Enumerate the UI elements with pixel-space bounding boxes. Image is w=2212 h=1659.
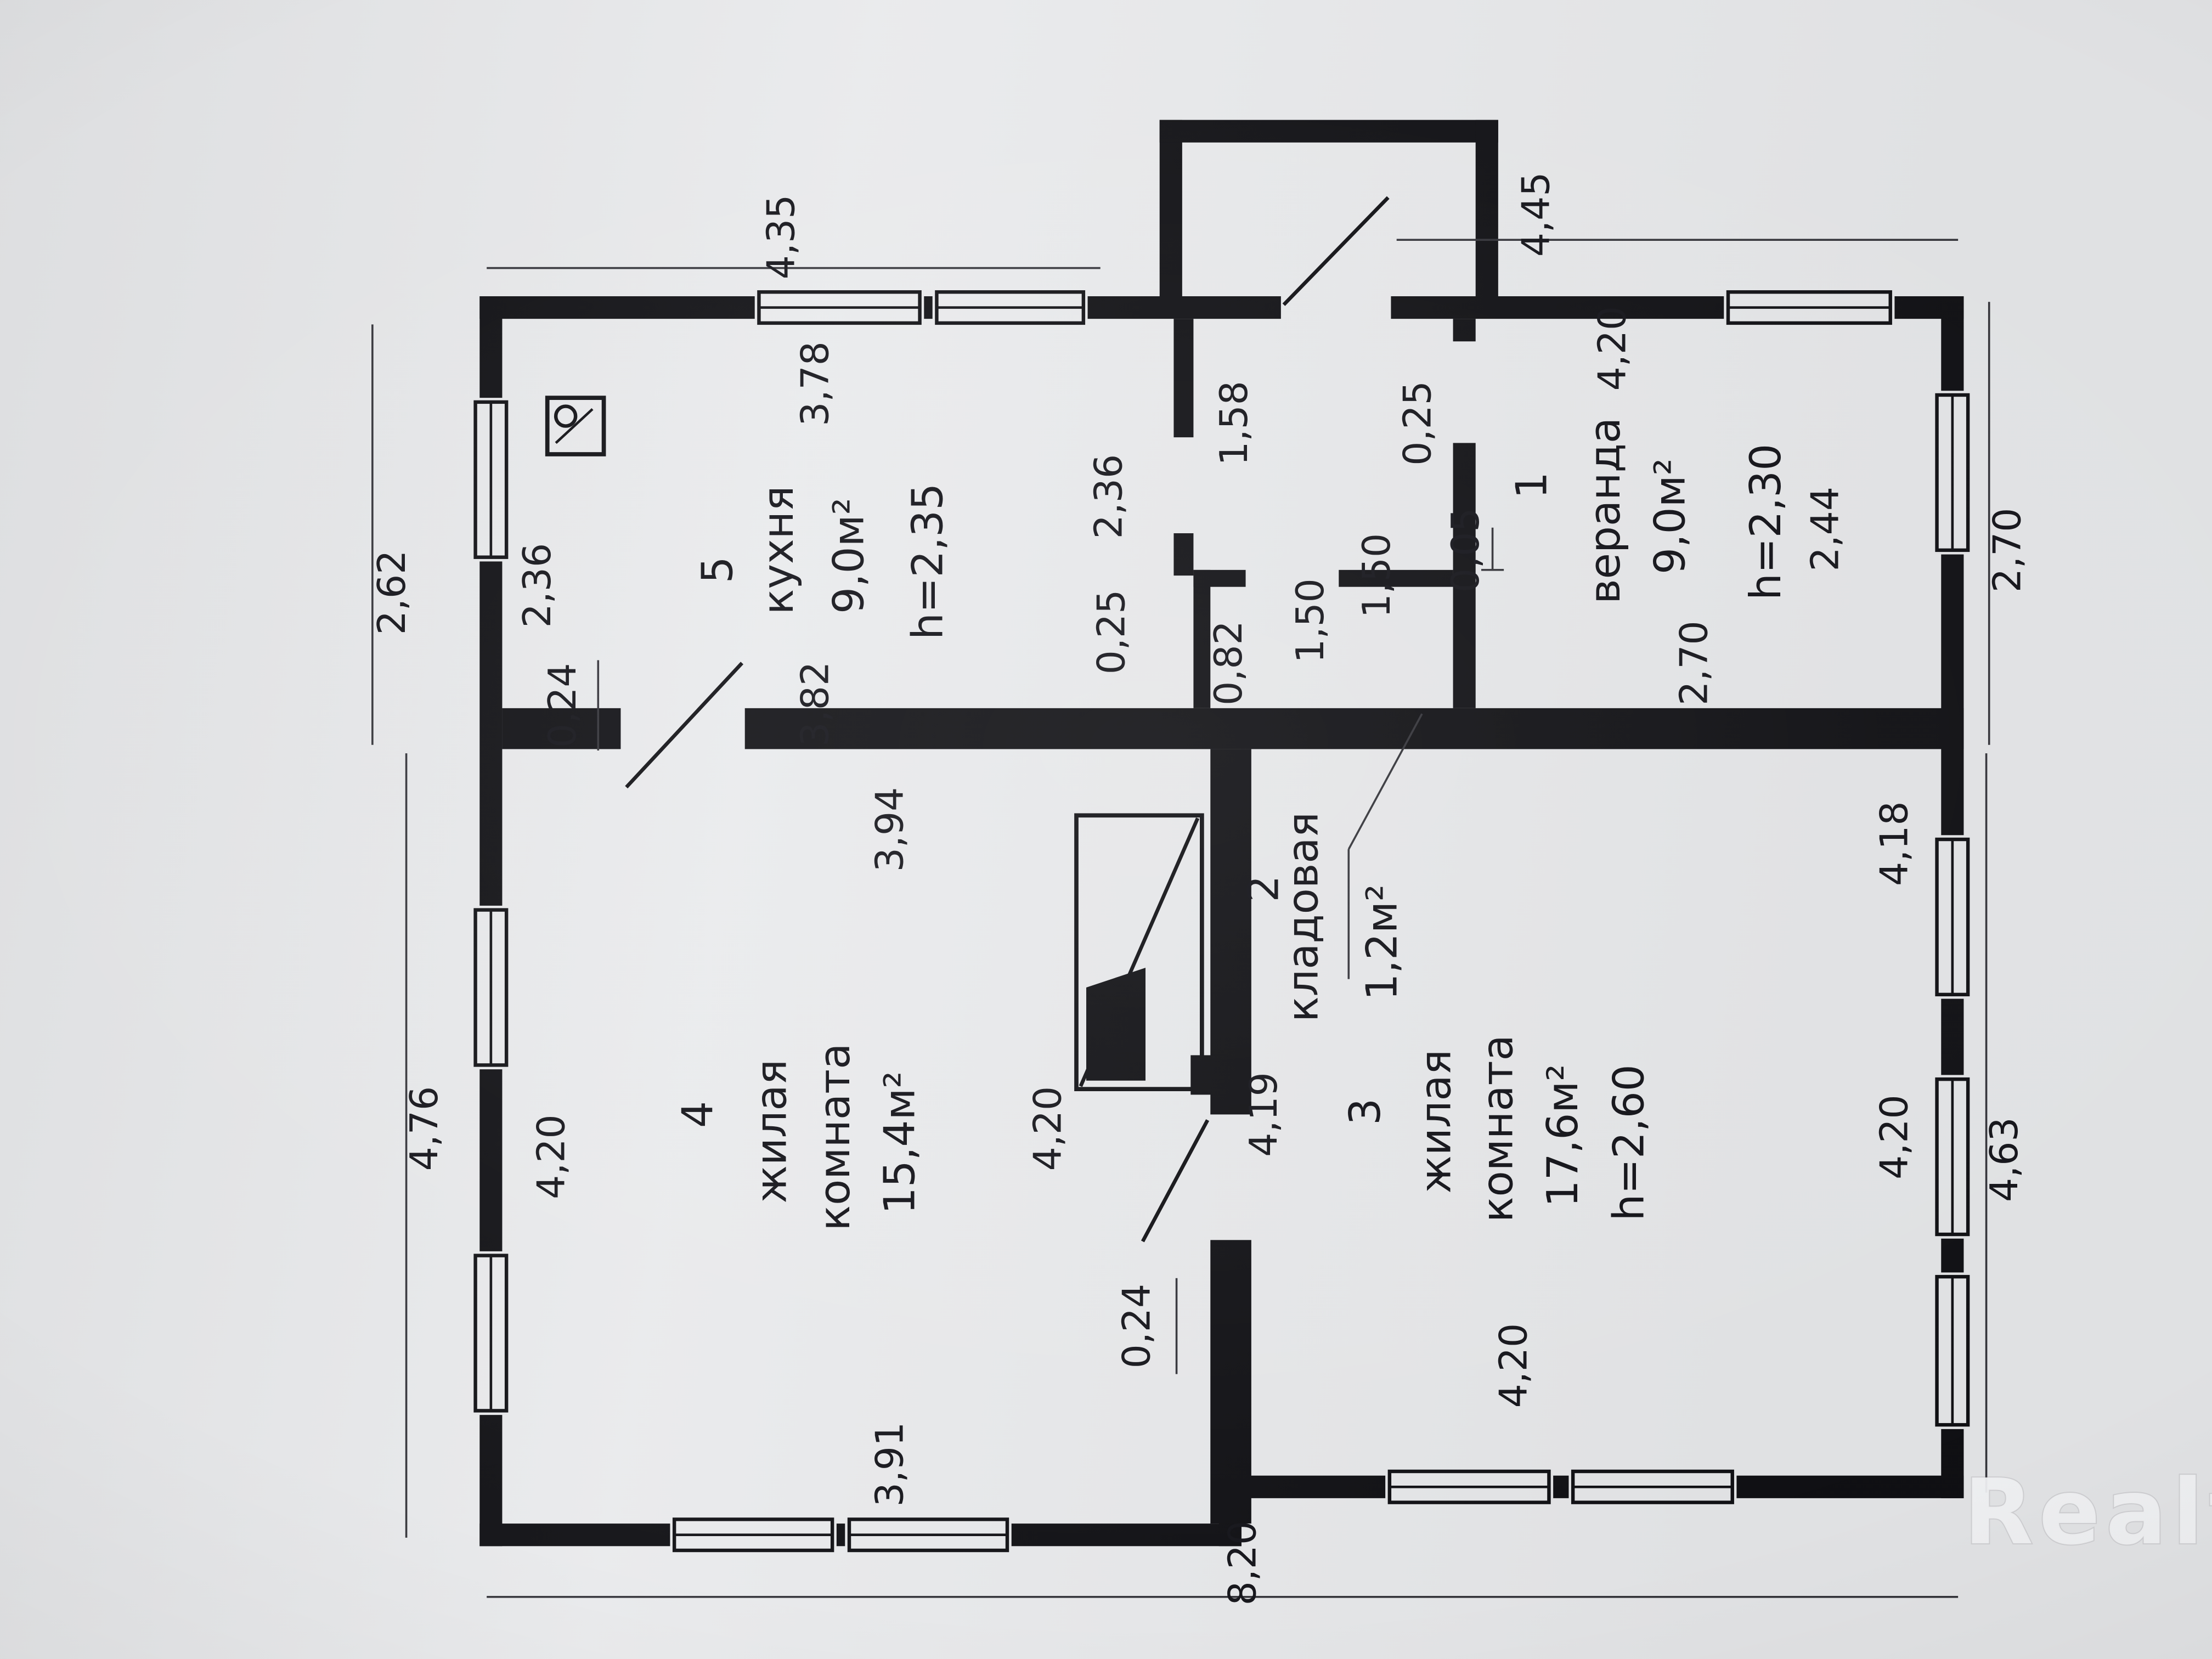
dimension-lines: [371, 239, 1990, 1598]
room-label: h=2,60: [1605, 1064, 1654, 1221]
dimension-label: 1,50: [1289, 578, 1333, 663]
stove-symbol: [1074, 813, 1228, 1095]
dimension-label: 0,24: [541, 663, 585, 748]
room-label: 1,2м²: [1358, 884, 1407, 1001]
dimension-label: 2,70: [1672, 620, 1716, 706]
vent-symbol: [545, 396, 606, 456]
window: [1934, 1075, 1971, 1239]
dimension-label: 4,20: [1590, 306, 1634, 391]
dimension-label: 4,19: [1242, 1072, 1286, 1157]
room-label: комната: [810, 1043, 860, 1231]
room-label: жилая: [1411, 1049, 1460, 1194]
room-label: кладовая: [1279, 812, 1328, 1022]
room-number: 5: [693, 556, 743, 583]
window: [1724, 289, 1895, 326]
dimension-label: 4,20: [1492, 1323, 1536, 1408]
dimension-label: 3,94: [868, 787, 912, 872]
room-label: 9,0м²: [1645, 458, 1695, 574]
dimension-label: 4,63: [1983, 1117, 2027, 1202]
room-label: кухня: [754, 486, 803, 615]
dimension-label: 1,50: [1355, 533, 1399, 618]
room-label: комната: [1474, 1035, 1523, 1222]
dimension-label: 8,20: [1221, 1521, 1265, 1606]
dimension-label: 4,20: [1026, 1086, 1070, 1171]
room-number: 4: [674, 1101, 723, 1128]
dimension-label: 2,44: [1804, 487, 1848, 572]
dimension-label: 1,58: [1212, 381, 1256, 466]
dimension-label: 4,45: [1514, 172, 1558, 257]
room-label: h=2,30: [1741, 444, 1791, 600]
realt-watermark: Realt: [1963, 1459, 2212, 1565]
room-label: жилая: [747, 1059, 796, 1204]
window: [472, 398, 510, 562]
dimension-label: 0,05: [1444, 508, 1488, 593]
room-label: h=2,35: [904, 483, 953, 640]
dimension-label: 0,25: [1396, 381, 1440, 466]
window: [472, 1251, 510, 1415]
window: [1568, 1468, 1737, 1505]
room-number: 3: [1341, 1098, 1390, 1125]
window: [932, 289, 1088, 326]
room-number: 2: [1239, 875, 1289, 902]
dimension-label: 4,20: [530, 1114, 574, 1199]
window: [845, 1516, 1012, 1554]
door-openings: [620, 293, 1479, 1240]
room-label: веранда: [1581, 417, 1630, 604]
door-leaf: [625, 196, 1390, 1243]
dimension-label: 0,82: [1207, 620, 1251, 706]
dimension-label: 4,35: [760, 195, 804, 280]
dimension-label: 3,91: [868, 1422, 912, 1507]
window: [670, 1516, 837, 1554]
room-label: 17,6м²: [1538, 1064, 1588, 1207]
window: [1934, 835, 1971, 999]
window: [754, 289, 924, 326]
window: [1385, 1468, 1554, 1505]
room-label: 9,0м²: [825, 498, 874, 614]
dimension-label: 4,76: [403, 1086, 447, 1171]
dimension-label: 0,24: [1115, 1284, 1159, 1369]
window: [472, 905, 510, 1070]
room-label: 15,4м²: [875, 1071, 924, 1214]
dimension-label: 4,18: [1873, 801, 1917, 886]
dimension-label: 2,36: [1087, 454, 1131, 539]
room-number: 1: [1507, 472, 1556, 499]
dimension-label: 2,62: [370, 550, 414, 635]
dimension-label: 2,36: [516, 543, 560, 628]
dimension-label: 2,70: [1985, 508, 2029, 593]
window: [1934, 1272, 1971, 1429]
dimension-label: 3,78: [793, 341, 837, 426]
dimension-label: 0,25: [1090, 590, 1133, 675]
dimension-label: 3,82: [793, 662, 837, 747]
dimension-label: 4,20: [1873, 1094, 1917, 1180]
window: [1934, 391, 1971, 555]
